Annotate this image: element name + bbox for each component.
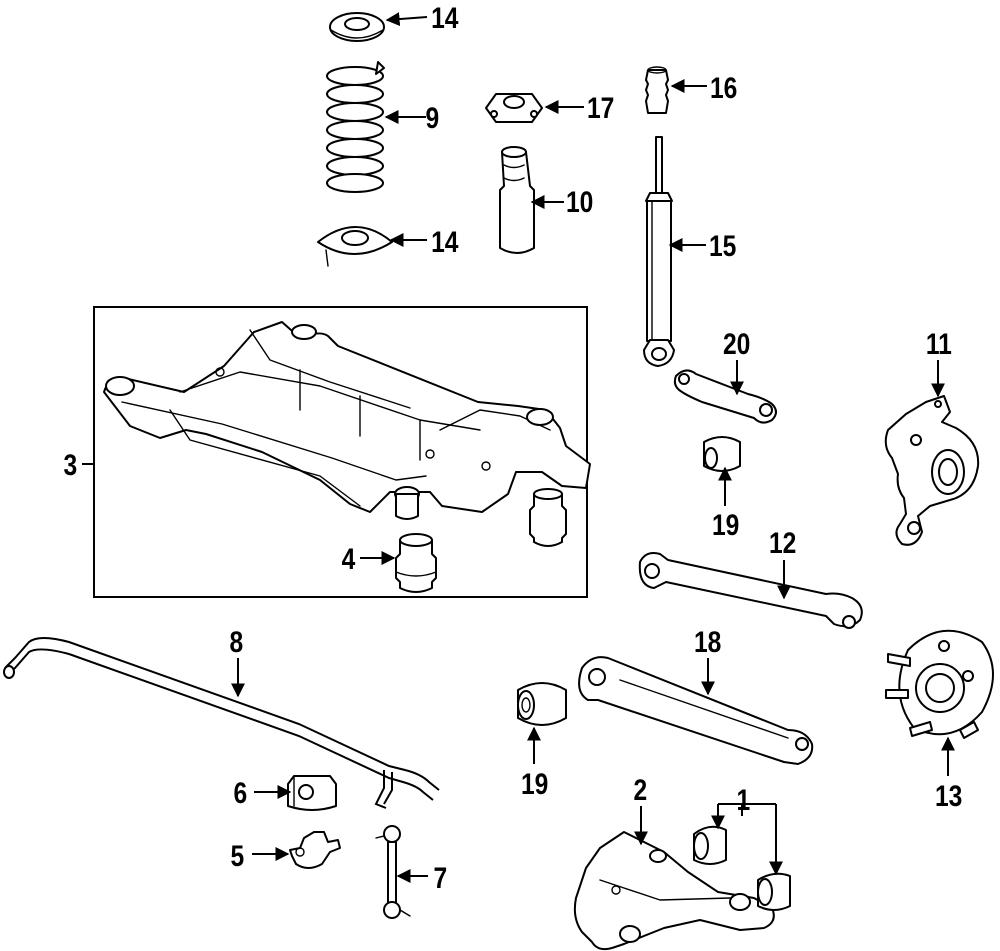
part-20-upper-control-arm <box>673 369 777 424</box>
part-11-knuckle <box>884 395 980 546</box>
callout-4: 4 <box>342 542 356 576</box>
callout-6: 6 <box>234 776 248 810</box>
callout-16: 16 <box>710 71 737 105</box>
callout-20: 20 <box>723 327 750 361</box>
subframe-group-box <box>93 306 588 598</box>
part-12-lateral-link <box>638 552 863 629</box>
part-19-upper-bushing <box>703 436 741 472</box>
callout-8: 8 <box>230 625 244 659</box>
callout-19-upper: 19 <box>712 508 739 542</box>
callout-12: 12 <box>769 526 796 560</box>
part-6-stabilizer-bushing <box>287 775 337 811</box>
part-14-upper-spring-seat <box>329 12 385 42</box>
callout-11: 11 <box>926 327 952 361</box>
part-16-bump-stop <box>645 66 669 114</box>
part-4-subframe-bushing <box>395 533 437 593</box>
part-19-lower-bushing <box>517 682 567 726</box>
callout-numbers: 14 9 17 16 10 14 15 20 11 3 19 12 4 8 18… <box>64 1 963 895</box>
callout-7: 7 <box>434 861 448 895</box>
callout-2: 2 <box>634 773 648 807</box>
callout-18: 18 <box>694 625 721 659</box>
callout-14-top: 14 <box>431 1 459 35</box>
part-13-wheel-hub <box>885 629 994 739</box>
part-9-coil-spring <box>326 61 385 193</box>
callout-15: 15 <box>709 229 736 263</box>
callout-14-bottom: 14 <box>431 225 459 259</box>
callout-10: 10 <box>566 185 593 219</box>
part-5-bushing-bracket <box>289 831 341 869</box>
part-2-lower-control-arm <box>573 831 775 951</box>
callout-13: 13 <box>935 779 962 813</box>
subframe-side-bushing <box>529 488 567 547</box>
part-8-stabilizer-bar <box>3 637 440 809</box>
callout-9: 9 <box>426 101 440 135</box>
callout-5: 5 <box>231 839 245 873</box>
callout-19-lower: 19 <box>521 767 548 801</box>
callout-1: 1 <box>737 783 751 817</box>
part-15-shock-absorber <box>643 136 675 367</box>
callout-3: 3 <box>64 448 78 482</box>
part-17-strut-mount <box>485 93 543 123</box>
part-1-lower-arm-bushings <box>693 825 791 911</box>
part-7-stabilizer-link <box>375 825 411 919</box>
part-10-dust-boot <box>499 146 535 254</box>
part-18-lower-link <box>578 656 814 765</box>
part-14-lower-spring-seat <box>317 226 393 267</box>
callout-leaders <box>82 12 955 883</box>
callout-17: 17 <box>587 91 614 125</box>
part-3-rear-subframe <box>103 321 591 520</box>
